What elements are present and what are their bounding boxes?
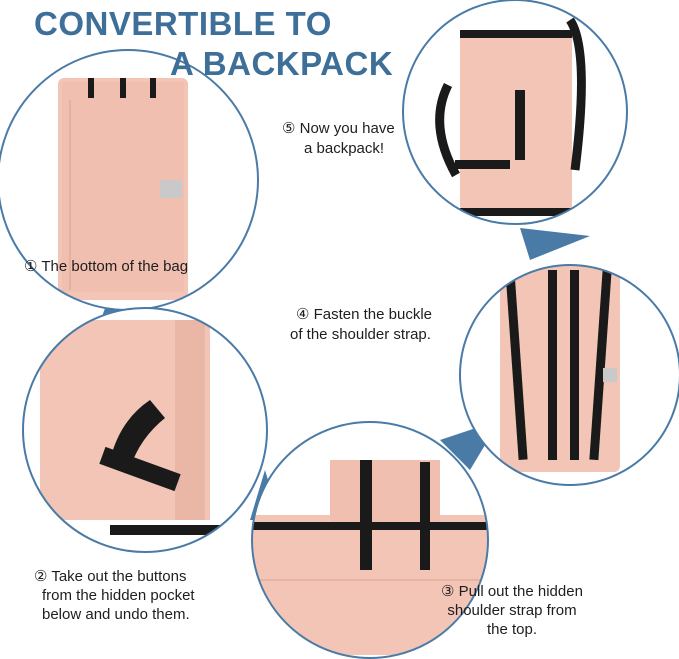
step1-caption: ① The bottom of the bag xyxy=(24,258,189,275)
step4-caption: ④ Fasten the buckle of the shoulder stra… xyxy=(290,305,432,345)
step3-line-2: shoulder strap from xyxy=(447,602,577,619)
step4-line-1: ④ Fasten the buckle xyxy=(296,306,433,323)
title-line-1: CONVERTIBLE TO xyxy=(34,5,332,42)
step4-circle xyxy=(459,264,679,486)
step5-line-1: ⑤ Now you have xyxy=(282,120,395,137)
step3-caption: ③ Pull out the hidden shoulder strap fro… xyxy=(412,582,612,639)
step2-caption: ② Take out the buttons from the hidden p… xyxy=(34,567,195,624)
page-title: CONVERTIBLE TO A BACKPACK xyxy=(34,4,393,84)
step5-caption: ⑤ Now you have a backpack! xyxy=(282,119,395,159)
step2-line-1: ② Take out the buttons xyxy=(34,568,187,585)
step4-line-2: of the shoulder strap. xyxy=(290,326,431,343)
step2-circle xyxy=(22,307,268,553)
step2-line-2: from the hidden pocket xyxy=(42,587,195,604)
step2-line-3: below and undo them. xyxy=(42,606,190,623)
connector-4-5 xyxy=(520,228,590,260)
step3-line-3: the top. xyxy=(486,621,538,638)
step3-line-1: ③ Pull out the hidden xyxy=(441,583,583,600)
step5-line-2: a backpack! xyxy=(304,140,385,157)
step5-circle xyxy=(402,0,628,225)
step1-circle xyxy=(0,49,259,311)
title-line-2: A BACKPACK xyxy=(170,45,394,82)
